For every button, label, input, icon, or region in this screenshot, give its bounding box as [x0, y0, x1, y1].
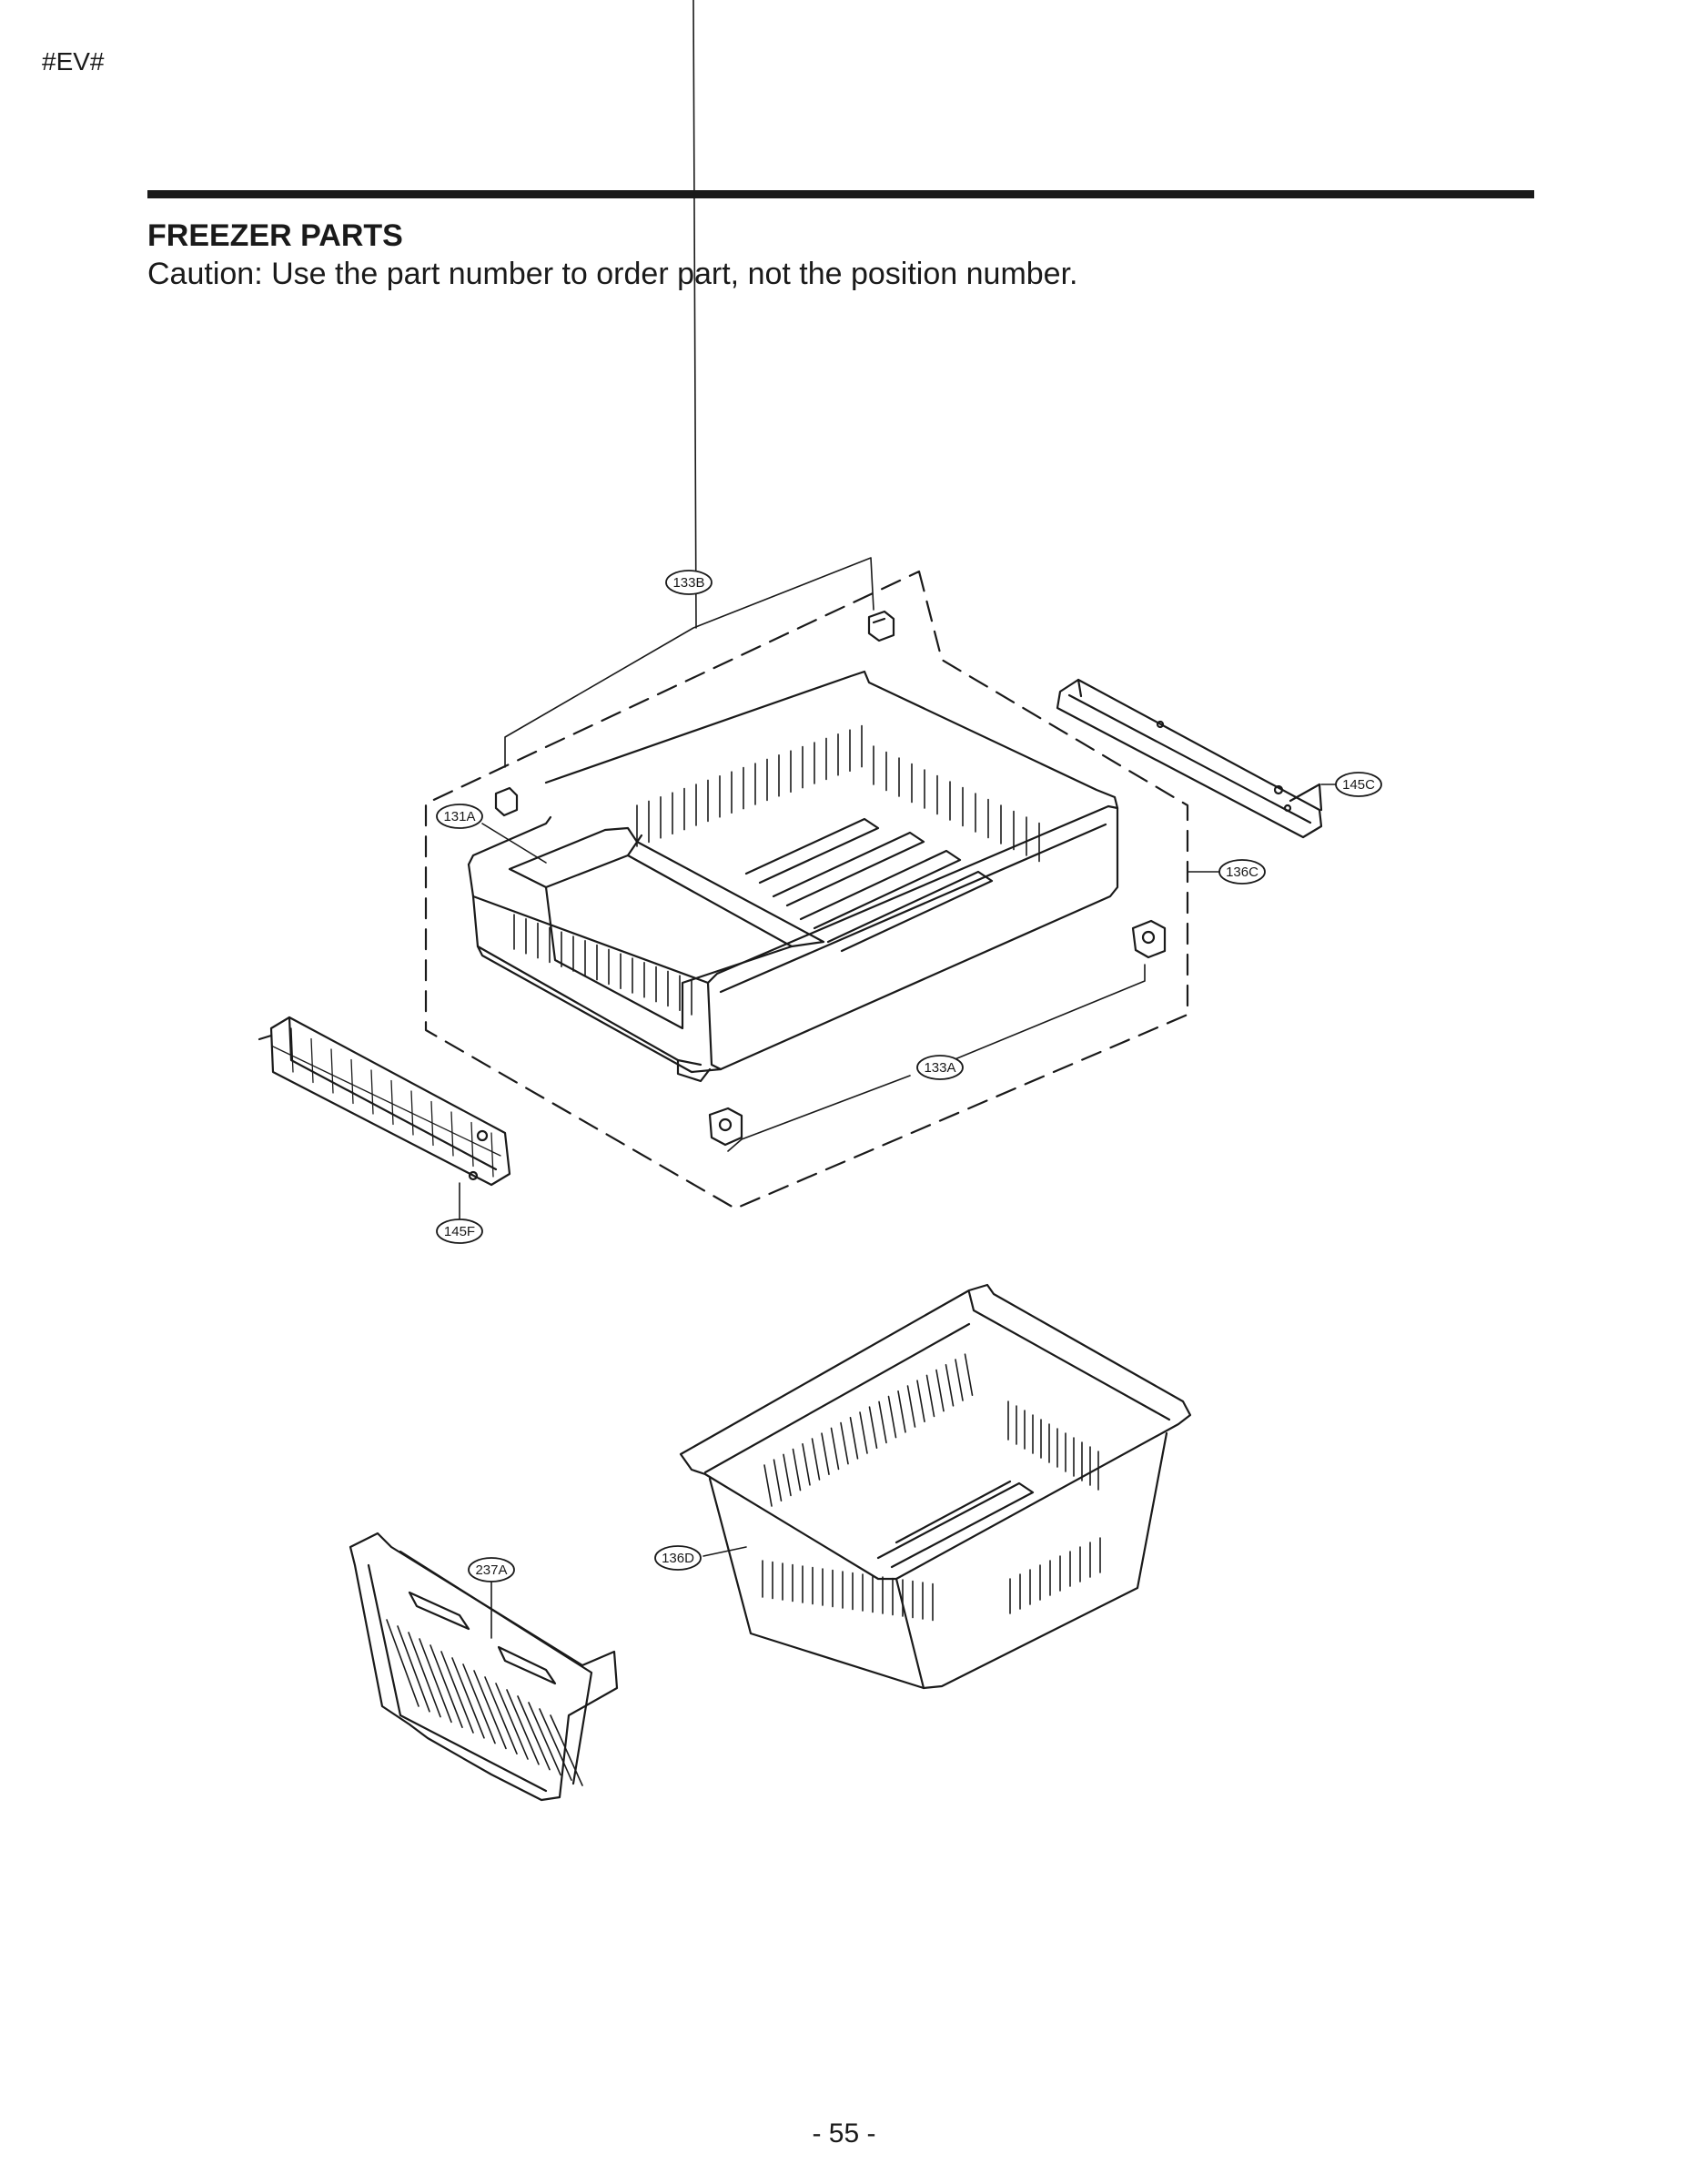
vent-slot: [528, 1702, 561, 1776]
callout-133a: 133A: [924, 1060, 955, 1076]
vent-slot: [473, 1670, 507, 1750]
vent-slot: [830, 1427, 840, 1471]
header-rule: [147, 190, 1534, 198]
vent-slot: [906, 1385, 916, 1428]
vent-slot: [517, 1695, 551, 1771]
vent-slot: [935, 1369, 945, 1412]
callout-133b-ring: [665, 570, 713, 595]
vent-slot: [370, 1069, 374, 1115]
callout-136d: 136D: [662, 1551, 694, 1566]
vent-slot: [821, 1432, 830, 1475]
vent-slot: [840, 1421, 849, 1465]
vent-slot: [849, 1417, 859, 1460]
callout-145c-ring: [1335, 772, 1382, 797]
part-133a-bracket-right: [1131, 919, 1167, 959]
divider-237a-slots: [386, 1619, 583, 1786]
leader-133b: [504, 0, 874, 768]
part-133a-bracket-bottom: [708, 1107, 743, 1147]
part-136c-drawer: [467, 670, 1119, 1083]
vent-slot: [887, 1395, 897, 1439]
basket-vents: [762, 1353, 1101, 1622]
callout-136d-ring: [654, 1545, 702, 1571]
vent-slot: [539, 1708, 572, 1781]
vent-slot: [350, 1058, 354, 1105]
vent-slot: [484, 1676, 518, 1754]
vent-slot: [310, 1037, 314, 1084]
vent-slot: [397, 1625, 430, 1713]
vent-slot: [495, 1683, 529, 1760]
vent-slot: [945, 1364, 955, 1407]
vent-slot: [955, 1359, 964, 1401]
vent-slot: [470, 1121, 474, 1168]
section-title: FREEZER PARTS: [147, 218, 403, 253]
vent-slot: [462, 1663, 496, 1744]
part-145f-divider: [258, 1016, 511, 1187]
vent-slot: [390, 1079, 394, 1126]
part-237a-divider: [349, 1532, 619, 1802]
caution-note: Caution: Use the part number to order pa…: [147, 257, 1078, 291]
vent-slot: [868, 1406, 878, 1449]
leader-133a: [727, 964, 1146, 1152]
part-145c-rail: [1056, 678, 1323, 839]
vent-slot: [330, 1048, 334, 1094]
vent-slot: [792, 1448, 802, 1491]
vent-slot: [811, 1438, 821, 1481]
callout-237a: 237A: [475, 1562, 507, 1578]
callout-136c-ring: [1218, 859, 1266, 885]
vent-slot: [916, 1380, 925, 1422]
vent-slot: [451, 1657, 485, 1739]
vent-slot: [783, 1453, 792, 1497]
vent-slot: [925, 1374, 935, 1418]
callout-136c: 136C: [1226, 864, 1258, 880]
vent-slot: [440, 1651, 474, 1734]
vent-slot: [450, 1111, 454, 1157]
page-number: - 55 -: [812, 2118, 876, 2149]
divider-grid: [272, 1027, 501, 1178]
part-136d-basket: [679, 1283, 1192, 1690]
vent-slot: [773, 1459, 783, 1502]
vent-slot: [859, 1411, 868, 1454]
vent-slot: [506, 1689, 540, 1765]
drawer-vents: [513, 724, 1040, 1016]
vent-slot: [490, 1132, 494, 1178]
leader-131a: [481, 823, 547, 864]
document-code: #EV#: [42, 47, 105, 76]
leader-136d: [702, 1546, 747, 1557]
callout-131a: 131A: [443, 809, 475, 824]
callout-145f-ring: [436, 1218, 483, 1244]
vent-slot: [878, 1400, 887, 1444]
vent-slot: [408, 1632, 441, 1718]
part-133b-bracket-left: [494, 786, 519, 817]
vent-slot: [763, 1464, 773, 1507]
vent-slot: [430, 1644, 463, 1728]
vent-slot: [290, 1027, 294, 1073]
callout-237a-ring: [468, 1557, 515, 1582]
vent-slot: [964, 1353, 974, 1396]
vent-slot: [419, 1638, 452, 1724]
callout-145f: 145F: [444, 1224, 475, 1239]
callout-133b: 133B: [672, 575, 704, 591]
callout-133a-ring: [916, 1055, 964, 1080]
vent-slot: [802, 1443, 811, 1486]
callout-131a-ring: [436, 804, 483, 829]
callout-145c: 145C: [1342, 777, 1375, 793]
assembly-boundary: [424, 570, 1189, 1210]
vent-slot: [550, 1714, 583, 1786]
vent-slot: [272, 1046, 501, 1157]
vent-slot: [897, 1390, 906, 1433]
vent-slot: [386, 1619, 419, 1707]
part-133b-bracket-right: [867, 610, 895, 642]
